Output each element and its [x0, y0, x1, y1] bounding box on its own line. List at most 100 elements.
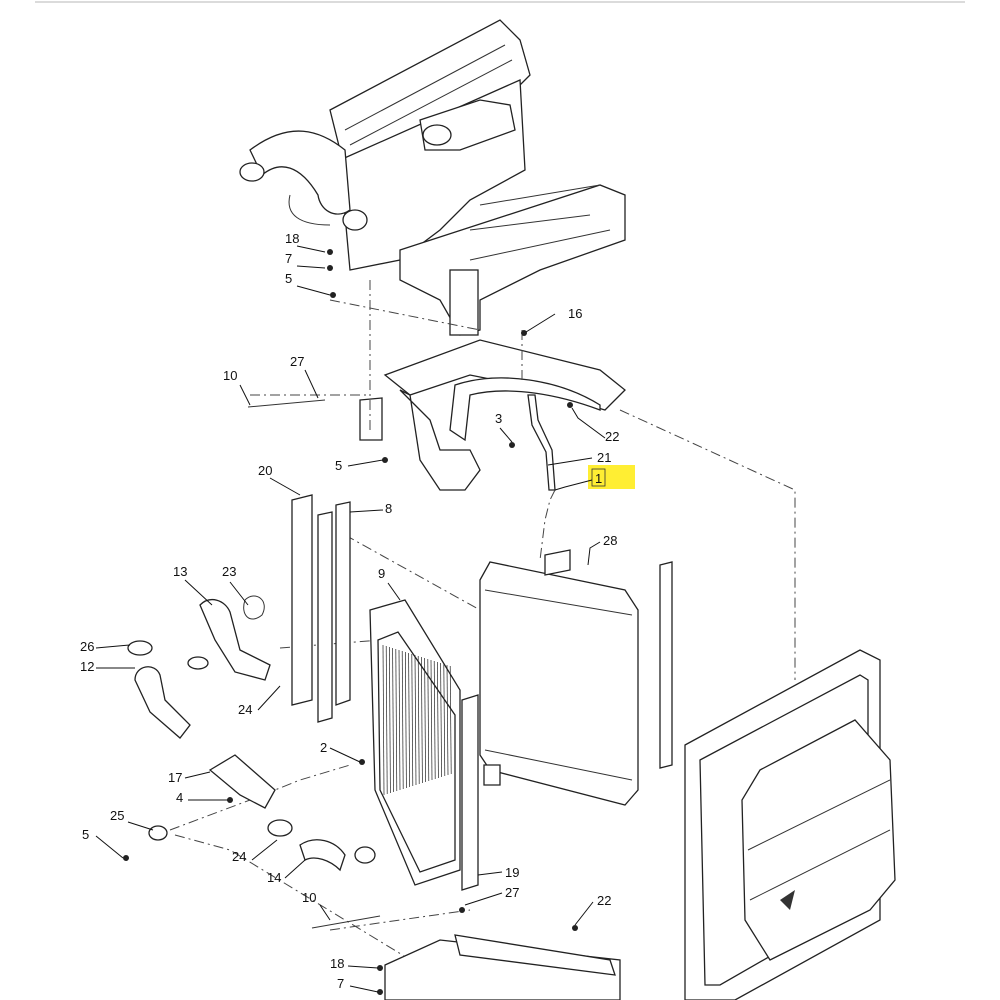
callout-c25: 25 [110, 808, 124, 823]
lower-radiator-hose [127, 640, 376, 872]
callout-c27a: 27 [290, 354, 304, 369]
leader-line-c10b [319, 904, 331, 921]
callout-c18a: 18 [285, 231, 299, 246]
callout-c4: 4 [176, 790, 183, 805]
leader-line-c21 [547, 457, 593, 466]
leader-line-c22b [574, 901, 594, 926]
leader-line-c26 [95, 644, 131, 649]
fan-shroud [684, 649, 896, 1000]
upper-hose [239, 130, 368, 231]
callout-c23: 23 [222, 564, 236, 579]
radiator-fin [405, 651, 407, 789]
radiator-fin [421, 656, 423, 784]
callout-c24b: 24 [232, 849, 246, 864]
callout-c10b: 10 [302, 890, 316, 905]
leader-line-c7b [349, 985, 379, 993]
callout-c21: 21 [597, 450, 611, 465]
radiator-fin [433, 660, 436, 780]
callout-c8: 8 [385, 501, 392, 516]
radiator-fin [389, 646, 391, 794]
radiator-fin [449, 665, 452, 775]
radiator-fin [440, 662, 442, 778]
radiator-fin [395, 648, 398, 792]
radiator-fin [417, 655, 420, 785]
callout-c7a: 7 [285, 251, 292, 266]
callout-c17: 17 [168, 770, 182, 785]
leader-line-c5c [95, 835, 124, 859]
callout-c5b: 5 [335, 458, 342, 473]
leader-line-c23 [229, 581, 249, 606]
tube-21 [527, 394, 556, 491]
leader-line-c19 [477, 871, 503, 876]
callout-c7b: 7 [337, 976, 344, 991]
upper-frame-assembly [329, 19, 626, 336]
callout-c12: 12 [80, 659, 94, 674]
radiator-fin [430, 659, 433, 781]
callout-c28: 28 [603, 533, 617, 548]
leader-line-c9 [387, 582, 401, 601]
leader-line-c24b [251, 839, 278, 861]
leader-line-c8 [349, 509, 384, 513]
leader-line-c10a [239, 384, 251, 406]
leader-line-c22a [571, 407, 606, 439]
callout-c5a: 5 [285, 271, 292, 286]
radiator-fin [424, 657, 426, 783]
callout-c24a: 24 [238, 702, 252, 717]
radiator-fin [382, 644, 385, 796]
leader-line-c7a [296, 265, 326, 269]
callout-c10a: 10 [223, 368, 237, 383]
leader-line-c2 [329, 747, 361, 763]
leader-line-c28 [587, 541, 601, 566]
callout-c18b: 18 [330, 956, 344, 971]
radiator-fin [408, 652, 410, 788]
leader-line-c27a [304, 369, 319, 399]
radiator [369, 599, 479, 891]
radiator-fin [411, 653, 414, 787]
leader-line-c3 [499, 427, 513, 443]
callout-c1: 1 [595, 471, 602, 486]
radiator-fin [392, 647, 394, 793]
radiator-fin [443, 663, 446, 777]
callout-c19: 19 [505, 865, 519, 880]
leader-line-c25 [127, 821, 154, 831]
leader-line-c18b [347, 965, 379, 969]
leader-line-c5b [347, 459, 384, 467]
leader-line-c14 [284, 859, 306, 879]
leader-lines [95, 245, 606, 993]
leader-line-c24a [257, 685, 281, 711]
callout-1-frame [591, 468, 606, 487]
leader-line-c16 [525, 313, 556, 333]
radiator-fin [437, 661, 439, 779]
side-bars [291, 494, 351, 723]
leader-line-c18a [296, 245, 326, 253]
callout-c20: 20 [258, 463, 272, 478]
leader-line-c13 [184, 579, 213, 606]
assembly-lines [169, 280, 796, 991]
callout-c22a: 22 [605, 429, 619, 444]
callout-c16: 16 [568, 306, 582, 321]
radiator-fin [446, 664, 449, 776]
callout-c5c: 5 [82, 827, 89, 842]
charge-air-cooler [479, 549, 673, 806]
upper-radiator-hose [187, 595, 271, 681]
radiator-fin [385, 645, 388, 795]
leader-line-c17 [184, 771, 211, 779]
callout-c14: 14 [267, 870, 281, 885]
fasteners [123, 249, 578, 995]
leader-line-c20 [269, 477, 301, 496]
callout-c9: 9 [378, 566, 385, 581]
callout-c2: 2 [320, 740, 327, 755]
lower-bracket [359, 339, 626, 491]
callout-c13: 13 [173, 564, 187, 579]
callout-c22b: 22 [597, 893, 611, 908]
radiator-fin [398, 649, 401, 791]
radiator-fin [427, 658, 430, 782]
callout-c26: 26 [80, 639, 94, 654]
radiator-fin [414, 654, 417, 786]
callout-c27b: 27 [505, 885, 519, 900]
leader-line-c5a [296, 285, 331, 296]
radiator-fin [401, 650, 404, 790]
leader-line-c1 [554, 479, 593, 491]
